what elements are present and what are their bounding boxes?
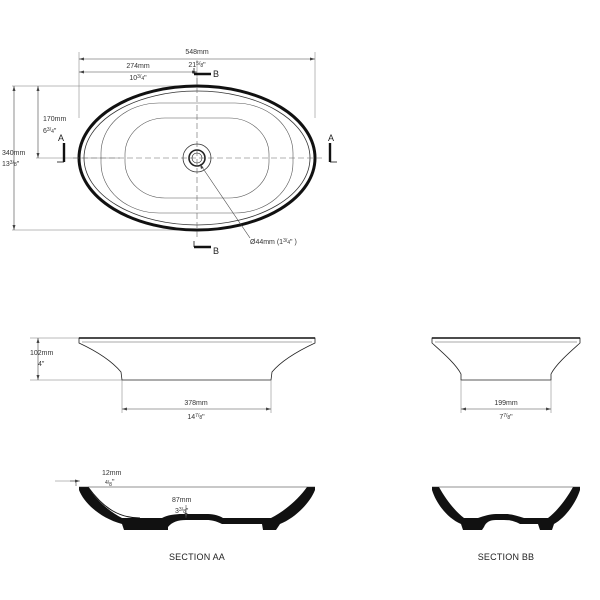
half-depth-mm: 170mm <box>43 116 67 123</box>
bb-base-in: 77/8" <box>499 413 513 421</box>
section-bb: SECTION BB <box>432 486 580 562</box>
overall-width-mm: 548mm <box>185 49 209 56</box>
section-aa-bowl-line <box>87 486 141 519</box>
height-mm: 102mm <box>30 350 54 357</box>
elevation-aa: 102mm 4" 378mm 147/8" <box>30 337 316 421</box>
drain-leader <box>199 163 251 239</box>
elevation-bb-body <box>431 337 581 381</box>
bowl-depth-in: 33/8" <box>175 507 189 515</box>
drain-outer <box>182 143 212 173</box>
drain-ring <box>188 149 206 167</box>
svg-text:B: B <box>213 69 219 79</box>
overall-depth-in: 133/8" <box>2 160 20 168</box>
drain-hole <box>191 152 203 164</box>
section-mark-b-top: B <box>193 68 219 79</box>
elevation-bb: 199mm 77/8" <box>431 337 581 421</box>
svg-text:A: A <box>328 133 334 143</box>
rim-thickness-mm: 12mm <box>102 470 122 477</box>
rim-thickness-in: 4/8" <box>105 479 115 488</box>
aa-base-in: 147/8" <box>187 413 205 421</box>
section-aa-title: SECTION AA <box>169 552 225 562</box>
svg-text:B: B <box>213 246 219 256</box>
half-depth-in: 63/4" <box>43 127 57 135</box>
section-aa-profile <box>79 487 315 530</box>
section-bb-profile <box>432 487 580 530</box>
section-mark-a-right: A <box>328 133 337 163</box>
plan-view: 548mm 215/8" 274mm 103/4" 340mm 133/8" 1… <box>2 49 337 256</box>
svg-text:A: A <box>58 133 64 143</box>
section-mark-b-bottom: B <box>193 241 219 256</box>
elevation-aa-body <box>78 337 316 381</box>
bb-base-mm: 199mm <box>494 400 518 407</box>
section-mark-a-left: A <box>57 133 66 163</box>
drain-diameter-label: Ø44mm (13/4" ) <box>250 238 297 246</box>
half-width-in: 103/4" <box>129 74 147 82</box>
section-aa: 12mm 4/8" 87mm 33/8" SECTION AA <box>55 470 315 562</box>
half-width-mm: 274mm <box>126 63 150 70</box>
overall-depth-mm: 340mm <box>2 150 26 157</box>
aa-base-mm: 378mm <box>184 400 208 407</box>
height-in: 4" <box>38 361 45 368</box>
overall-width-in: 215/8" <box>188 61 206 69</box>
bowl-depth-mm: 87mm <box>172 497 192 504</box>
section-bb-title: SECTION BB <box>478 552 535 562</box>
